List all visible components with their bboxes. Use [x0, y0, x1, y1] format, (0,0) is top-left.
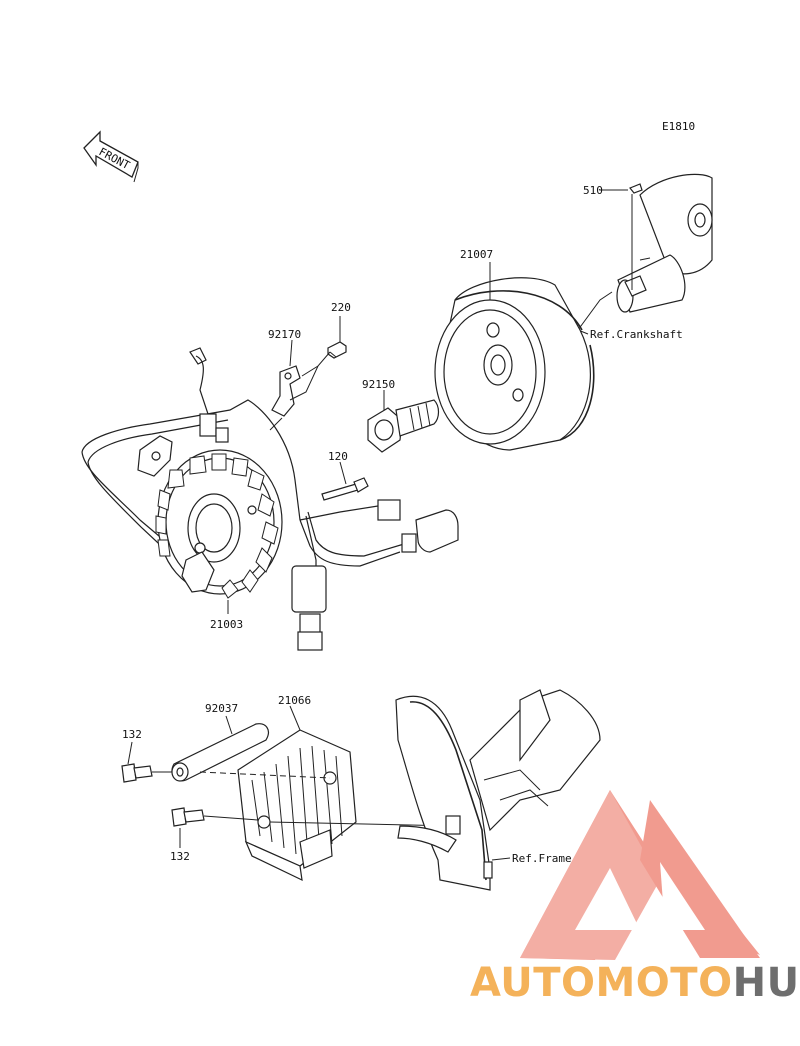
stator-21003-part — [81, 347, 459, 651]
callout-92150: 92150 — [362, 378, 395, 391]
crankshaft-ref-part — [616, 173, 713, 313]
callout-132-lower: 132 — [170, 850, 190, 863]
frame-ref-part — [395, 689, 601, 891]
callout-132-upper: 132 — [122, 728, 142, 741]
watermark-brand-prefix: AUTOMOTO — [470, 960, 733, 1006]
clamp-92170-part — [269, 365, 301, 431]
callout-21003: 21003 — [210, 618, 243, 631]
front-arrow-icon: FRONT — [83, 130, 139, 183]
key-510-part — [629, 183, 643, 194]
tube-92037-part — [171, 723, 269, 782]
watermark-brand: AUTOMOTOHUB — [470, 960, 800, 1006]
watermark-brand-suffix: HUB — [733, 960, 800, 1006]
bolt-132-lower-part — [171, 807, 205, 827]
callout-92037: 92037 — [205, 702, 238, 715]
callout-21007: 21007 — [460, 248, 493, 261]
regulator-21066-part — [237, 729, 357, 882]
watermark-logo-icon — [520, 790, 760, 960]
ref-frame: Ref.Frame — [512, 852, 572, 865]
bolt-92150-part — [367, 399, 440, 453]
ref-crankshaft: Ref.Crankshaft — [590, 328, 683, 341]
diagram-code: E1810 — [662, 120, 695, 133]
bolt-120-part — [321, 477, 369, 501]
callout-220: 220 — [331, 301, 351, 314]
rotor-21007-part — [434, 277, 595, 451]
callout-510: 510 — [583, 184, 603, 197]
callout-21066: 21066 — [278, 694, 311, 707]
bolt-132-upper-part — [121, 763, 153, 783]
callout-120: 120 — [328, 450, 348, 463]
callout-92170: 92170 — [268, 328, 301, 341]
bolt-220-part — [327, 341, 347, 359]
